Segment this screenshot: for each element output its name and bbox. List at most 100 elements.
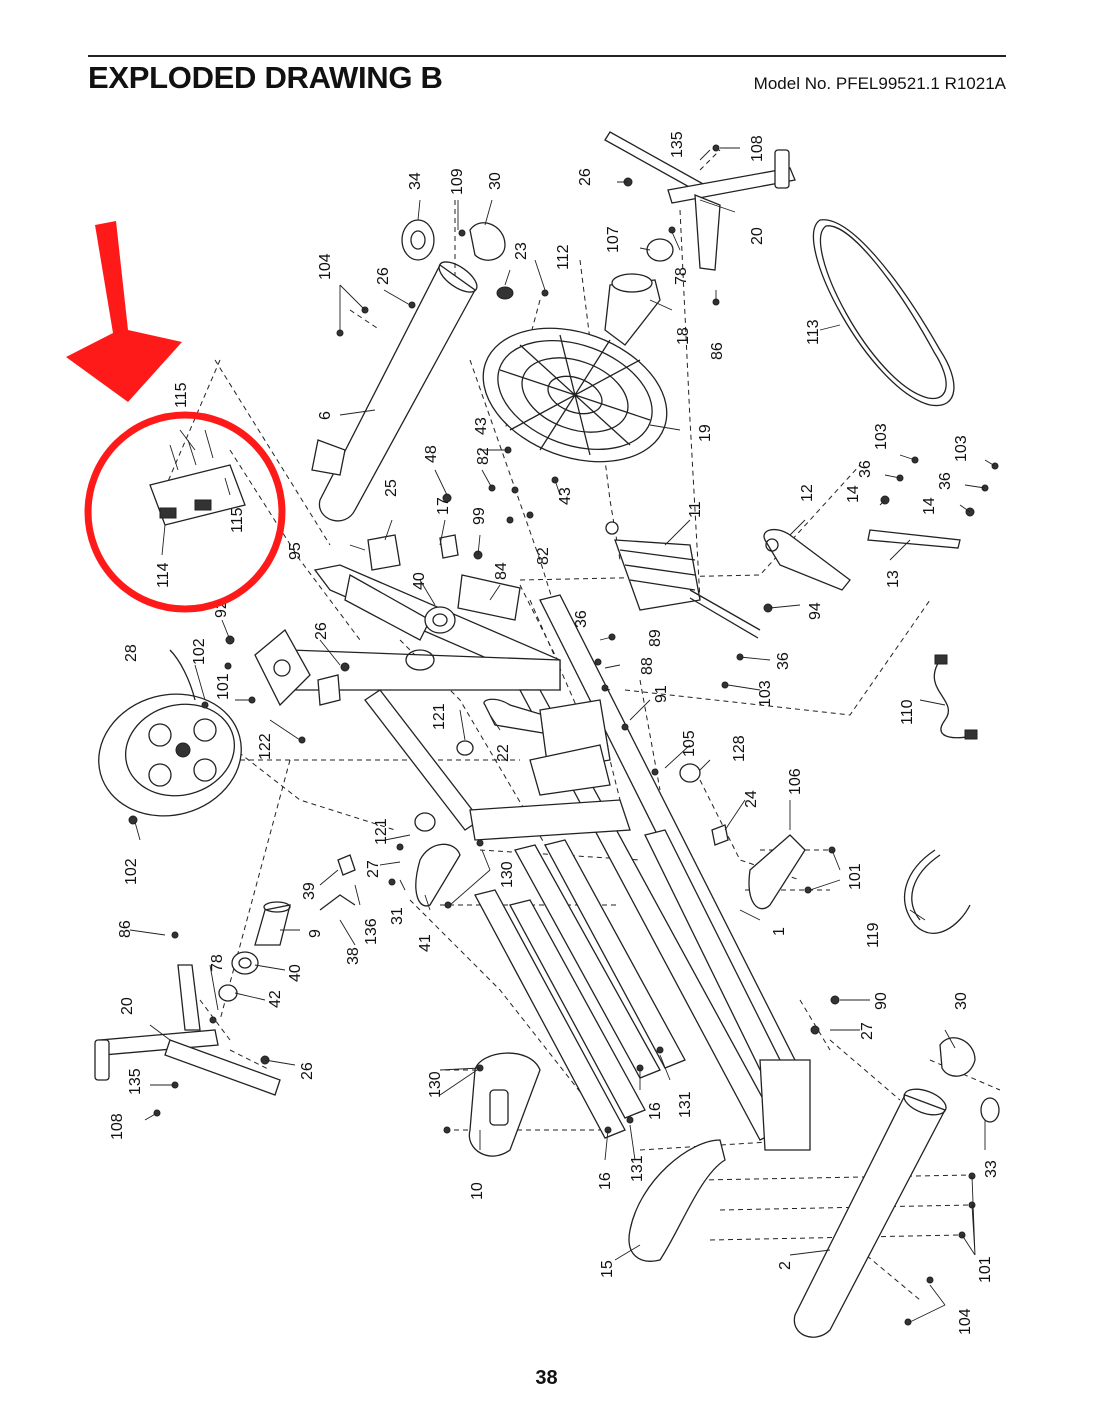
label-26: 26 [313,622,330,640]
label-82: 82 [475,447,492,465]
idler-wheel [401,219,435,261]
label-42: 42 [267,990,284,1008]
label-41: 41 [417,934,434,952]
label-40: 40 [287,964,304,982]
label-105: 105 [681,730,698,757]
label-103: 103 [873,423,890,450]
label-27: 27 [859,1022,876,1040]
upright [311,261,478,522]
endcap-top [469,222,506,261]
label-14: 14 [845,485,862,503]
label-78: 78 [209,954,226,972]
label-11: 11 [687,501,704,518]
label-43: 43 [473,417,490,435]
label-14: 14 [921,497,938,515]
highlight-circle [84,411,286,613]
tube-and-bearings [218,238,729,1002]
page-title: EXPLODED DRAWING B [88,60,443,95]
pedal [628,1139,726,1262]
label-25: 25 [383,479,400,497]
label-86: 86 [709,342,726,360]
label-135: 135 [669,131,686,158]
label-89: 89 [647,629,664,647]
label-36: 36 [857,460,874,478]
rear-stabilizer-upper [604,131,796,271]
label-36: 36 [937,472,954,490]
rear-stabilizer-lower [94,964,281,1096]
label-43: 43 [557,487,574,505]
label-17: 17 [435,497,452,515]
label-15: 15 [599,1260,616,1278]
model-number: Model No. PFEL99521.1 R1021A [753,74,1006,93]
red-arrow-icon [66,221,182,402]
label-23: 23 [513,242,530,260]
label-101: 101 [977,1256,994,1283]
label-88: 88 [639,657,656,675]
label-82: 82 [535,547,552,565]
label-122: 122 [257,733,274,760]
pivot-arm [763,528,961,591]
label-131: 131 [677,1091,694,1118]
bushing [496,286,514,300]
label-30: 30 [487,172,504,190]
label-6: 6 [317,411,334,420]
label-36: 36 [573,610,590,628]
label-119: 119 [865,922,882,948]
label-78: 78 [673,267,690,285]
label-28: 28 [123,644,140,662]
drive-belt [813,219,955,407]
label-31: 31 [389,907,406,925]
label-109: 109 [449,168,466,195]
label-112: 112 [555,244,572,270]
controller-board [149,429,246,526]
label-39: 39 [301,882,318,900]
label-95: 95 [287,542,304,560]
page-number: 38 [535,1367,558,1389]
label-30: 30 [953,992,970,1010]
label-130: 130 [499,861,516,888]
label-84: 84 [493,562,510,580]
label-26: 26 [299,1062,316,1080]
label-108: 108 [109,1113,126,1140]
label-91: 91 [653,685,670,703]
label-2: 2 [777,1261,794,1270]
red-annotation [66,221,286,613]
front-stabilizer [793,1037,1000,1338]
idler-bracket [483,698,611,796]
label-38: 38 [345,947,362,965]
label-1: 1 [771,927,788,936]
label-12: 12 [799,484,816,502]
label-104: 104 [317,253,334,280]
label-106: 106 [787,768,804,795]
cover [748,834,806,910]
label-86: 86 [117,920,134,938]
motor [605,521,761,639]
label-121: 121 [373,818,390,845]
shield [415,843,461,907]
label-115: 115 [229,507,246,533]
label-34: 34 [407,172,424,190]
part-labels: 135 108 26 20 107 78 86 18 34 109 30 23 … [109,131,1000,1335]
label-135: 135 [127,1068,144,1095]
power-cords [904,654,978,934]
label-26: 26 [577,168,594,186]
label-107: 107 [605,226,622,253]
label-130: 130 [427,1071,444,1098]
flywheel [482,327,668,463]
label-128: 128 [731,735,748,762]
label-27: 27 [365,860,382,878]
header-rule [88,55,1006,57]
drive-pulley [98,649,242,817]
label-20: 20 [119,997,136,1015]
label-121: 121 [431,703,448,730]
label-16: 16 [647,1102,664,1120]
label-101: 101 [847,863,864,890]
label-108: 108 [749,135,766,162]
label-90: 90 [873,992,890,1010]
label-48: 48 [423,445,440,463]
label-40: 40 [411,572,428,590]
label-102: 102 [191,638,208,665]
rails [474,839,686,1139]
label-18: 18 [675,327,692,345]
